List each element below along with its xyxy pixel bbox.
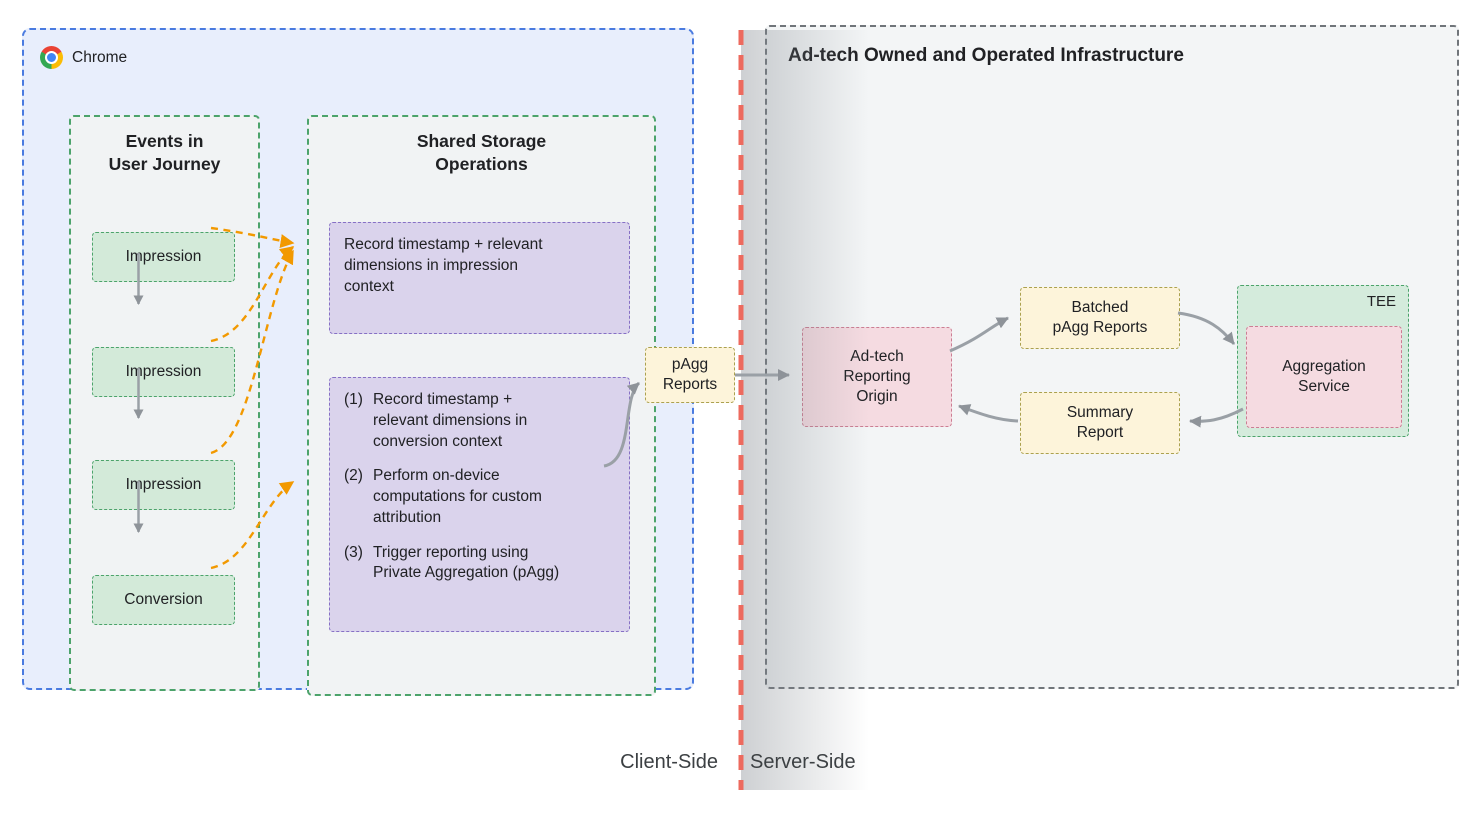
chrome-label: Chrome bbox=[72, 48, 128, 66]
operation-number: (3) bbox=[344, 543, 363, 561]
adtech-panel-title: Ad-tech Owned and Operated Infrastructur… bbox=[788, 45, 1184, 66]
operation-number: (1) bbox=[344, 391, 363, 408]
operation-number: (2) bbox=[344, 467, 363, 485]
shared-storage-title: Shared Storage Operations bbox=[416, 131, 547, 174]
aggregation-service-node: Aggregation Service bbox=[1246, 326, 1402, 428]
operation-row-1: (1) Record timestamp + relevant dimensio… bbox=[344, 390, 615, 452]
tee-boundary: TEE Aggregation Service bbox=[1237, 285, 1409, 437]
event-conversion: Conversion bbox=[92, 575, 235, 625]
event-impression-3: Impression bbox=[92, 460, 235, 510]
events-panel-title: Events in User Journey bbox=[108, 131, 221, 174]
operation-row-2: (2) Perform on-device computations for c… bbox=[344, 466, 615, 528]
pagg-reports-node: pAgg Reports bbox=[645, 347, 735, 403]
impression-operation-text: Record timestamp + relevant dimensions i… bbox=[344, 236, 543, 295]
operation-text: Perform on-device computations for custo… bbox=[373, 467, 542, 526]
batched-pagg-reports-node: Batched pAgg Reports bbox=[1020, 287, 1180, 349]
operation-text: Trigger reporting using Private Aggregat… bbox=[373, 543, 560, 582]
shared-storage-panel: Shared Storage Operations Record timesta… bbox=[307, 115, 656, 696]
client-side-label: Client-Side bbox=[620, 751, 718, 773]
events-panel: Events in User Journey Impression Impres… bbox=[69, 115, 260, 691]
tee-label: TEE bbox=[1366, 293, 1396, 310]
operation-row-3: (3) Trigger reporting using Private Aggr… bbox=[344, 543, 615, 585]
adtech-infrastructure-panel: Ad-tech Owned and Operated Infrastructur… bbox=[765, 25, 1459, 689]
conversion-operations-box: (1) Record timestamp + relevant dimensio… bbox=[329, 377, 630, 632]
chrome-header: Chrome bbox=[40, 46, 127, 69]
chrome-browser-boundary: Chrome Events in User Journey Impression… bbox=[22, 28, 694, 696]
summary-report-node: Summary Report bbox=[1020, 392, 1180, 454]
adtech-reporting-origin-node: Ad-tech Reporting Origin bbox=[802, 327, 952, 427]
chrome-logo-icon bbox=[40, 46, 63, 69]
impression-operation-box: Record timestamp + relevant dimensions i… bbox=[329, 222, 630, 334]
event-impression-1: Impression bbox=[92, 232, 235, 282]
event-impression-2: Impression bbox=[92, 347, 235, 397]
operation-text: Record timestamp + relevant dimensions i… bbox=[373, 391, 528, 450]
server-side-label: Server-Side bbox=[750, 751, 856, 773]
